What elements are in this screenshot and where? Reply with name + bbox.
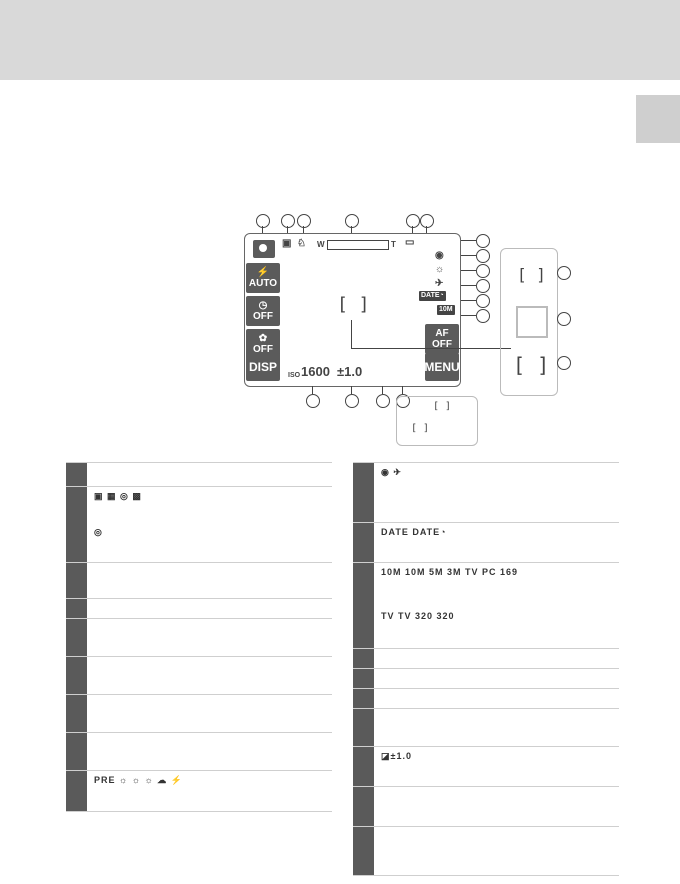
exposure-compensation: ±1.0	[337, 364, 363, 379]
zoom-indicator	[327, 240, 389, 250]
table-row	[66, 656, 332, 694]
legend-table-left: ▣ ▦ ◎ ▩ ◎ PRE ☼ ☼ ☼ ☁ ⚡	[66, 462, 332, 812]
table-row	[353, 688, 619, 708]
frame-line-1: [ ]	[433, 401, 452, 412]
disp-label: DISP	[248, 359, 277, 374]
exposure-comp-icon: ◪±1.0	[381, 751, 412, 761]
plane-icon: ✈	[435, 278, 444, 289]
camera-screen: ▣ ♘ W T ▭ ◉ ☼ ✈ DATE◔ 10M ⚡ AUTO ◷ OFF ✿…	[244, 233, 461, 387]
table-row	[66, 732, 332, 770]
self-timer-label: OFF	[253, 311, 273, 322]
white-balance-icons: PRE ☼ ☼ ☼ ☁ ⚡	[94, 775, 183, 785]
zoom-wide-label: W	[317, 240, 325, 249]
macro-mode-label: OFF	[253, 344, 273, 355]
table-row	[353, 826, 619, 876]
frame-line-2: [ ]	[411, 423, 430, 434]
zoom-tele-label: T	[391, 240, 396, 249]
drive-mode-icons: ▣ ▦ ◎ ▩	[94, 491, 142, 501]
menu-button[interactable]: MENU	[424, 353, 460, 381]
single-bracket: [ ]	[517, 265, 546, 284]
frame-count-panel: [ ] [ ]	[396, 396, 478, 446]
panel-marker-3	[557, 356, 571, 370]
table-row: ▣ ▦ ◎ ▩ ◎	[66, 486, 332, 562]
movie-mode-icons: TV TV 320 320	[381, 611, 455, 621]
multi-bracket: [ ]	[513, 353, 550, 377]
battery-icon: ▭	[405, 237, 415, 248]
timer-icon: ◷	[258, 300, 268, 311]
camera-icon	[253, 240, 275, 258]
table-row	[353, 668, 619, 688]
iso-value: 1600	[301, 364, 330, 379]
image-mode-icon: 10M	[437, 305, 455, 315]
table-row: 10M 10M 5M 3M TV PC 169 TV TV 320 320	[353, 562, 619, 648]
eye-icon: ◉	[435, 250, 444, 261]
date-imprint-icons: DATE DATE◔	[381, 527, 447, 537]
table-row	[353, 708, 619, 746]
panel-marker-2	[557, 312, 571, 326]
focus-bracket-panel: [ ] [ ]	[500, 248, 558, 396]
af-off-label: OFF	[432, 339, 452, 350]
header-band	[0, 0, 680, 80]
drive-mode-icons-2: ◎	[94, 527, 103, 537]
table-row	[66, 694, 332, 732]
panel-marker-1	[557, 266, 571, 280]
section-tab	[636, 95, 680, 143]
vr-icon: ♘	[297, 238, 306, 249]
bracket-leader-v	[351, 320, 352, 348]
legend-table-right: ◉ ✈ DATE DATE◔ 10M 10M 5M 3M TV PC 169 T…	[353, 462, 619, 876]
menu-label: MENU	[424, 359, 460, 374]
table-row: ◉ ✈	[353, 462, 619, 522]
table-row: ◪±1.0	[353, 746, 619, 786]
sun-icon: ☼	[435, 264, 445, 275]
table-row: DATE DATE◔	[353, 522, 619, 562]
af-assist-button[interactable]: AF OFF	[425, 324, 459, 354]
flash-icon: ⚡	[256, 267, 270, 278]
table-row	[66, 618, 332, 656]
table-row	[66, 562, 332, 598]
table-row	[353, 786, 619, 826]
iso-label: ISO	[288, 372, 301, 379]
disp-button[interactable]: DISP	[246, 353, 280, 381]
focus-frame	[516, 306, 548, 338]
image-mode-icons: 10M 10M 5M 3M TV PC 169	[381, 567, 519, 577]
date-stamp-icon: DATE◔	[419, 291, 446, 301]
flash-mode-label: AUTO	[248, 278, 278, 289]
af-label: AF	[435, 328, 449, 339]
time-zone-icons: ◉ ✈	[381, 467, 402, 477]
table-row	[66, 598, 332, 618]
self-timer-button[interactable]: ◷ OFF	[246, 296, 280, 326]
macro-icon: ✿	[258, 333, 268, 344]
flash-mode-button[interactable]: ⚡ AUTO	[246, 263, 280, 293]
continuous-icon: ▣	[282, 238, 292, 249]
table-row: PRE ☼ ☼ ☼ ☁ ⚡	[66, 770, 332, 812]
bracket-leader-h	[351, 348, 511, 349]
table-row	[66, 462, 332, 486]
table-row	[353, 648, 619, 668]
focus-area-bracket: [ ]	[337, 294, 370, 315]
